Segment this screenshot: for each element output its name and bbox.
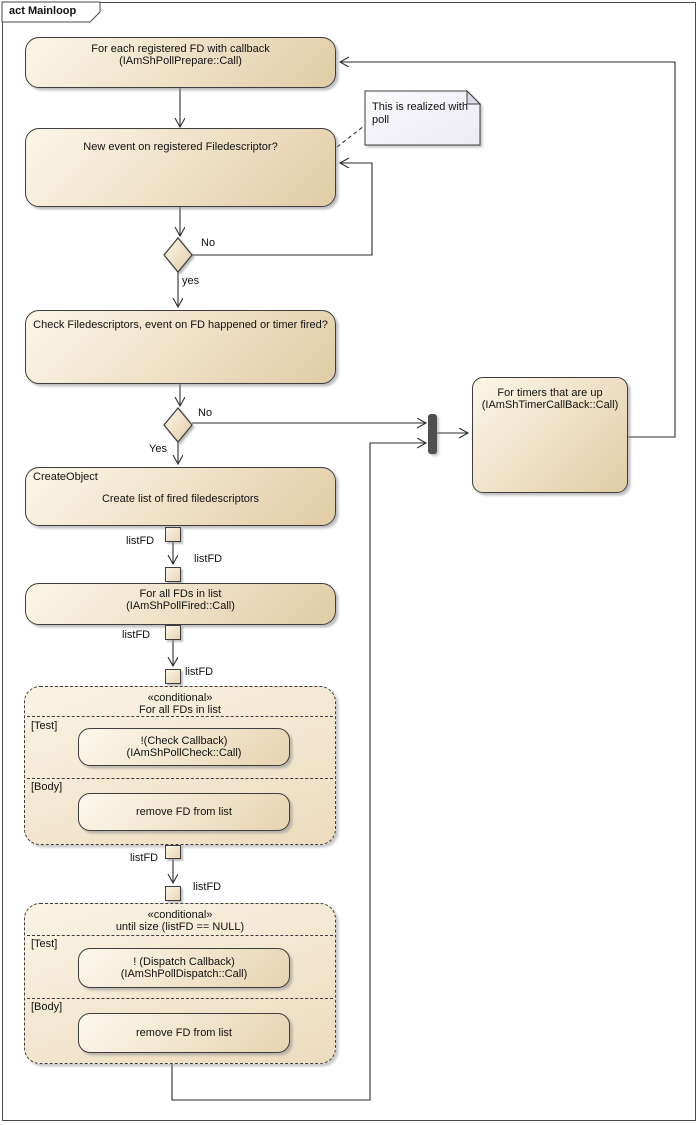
activity-sublabel: (IAmShPollPrepare::Call) xyxy=(119,55,242,67)
guard-yes-label: yes xyxy=(182,275,200,287)
activity-new-event[interactable]: New event on registered Filedescriptor? xyxy=(25,128,336,207)
body-guard-label: [Body] xyxy=(31,1001,63,1013)
region-divider xyxy=(27,716,333,717)
activity-label: remove FD from list xyxy=(136,806,232,818)
pin-label: listFD xyxy=(185,666,214,678)
activity-for-all-fds[interactable]: For all FDs in list (IAmShPollFired::Cal… xyxy=(25,583,336,625)
note-text: This is realized with poll xyxy=(372,101,468,126)
activity-label: Create list of fired filedescriptors xyxy=(101,493,260,505)
activity-label: ! (Dispatch Callback) xyxy=(133,956,235,968)
output-pin[interactable] xyxy=(165,625,181,640)
region-stereotype: «conditional» xyxy=(147,909,213,921)
activity-sublabel: (IAmShTimerCallBack::Call) xyxy=(481,399,619,411)
activity-create-object[interactable]: CreateObject Create list of fired filede… xyxy=(25,467,336,526)
region-title: For all FDs in list xyxy=(139,704,221,716)
activity-label: remove FD from list xyxy=(136,1027,232,1039)
activity-label: New event on registered Filedescriptor? xyxy=(83,141,278,153)
activity-label: For timers that are up xyxy=(497,387,603,399)
pin-label: listFD xyxy=(126,535,155,547)
region-dispatch-loop[interactable]: «conditional» until size (listFD == NULL… xyxy=(24,903,336,1064)
region-divider xyxy=(27,998,333,999)
guard-yes-label: Yes xyxy=(149,443,167,455)
region-check-loop[interactable]: «conditional» For all FDs in list [Test]… xyxy=(24,686,336,845)
input-pin[interactable] xyxy=(165,886,181,901)
activity-label: For each registered FD with callback xyxy=(91,43,270,55)
activity-label: !(Check Callback) xyxy=(140,735,228,747)
region-title: until size (listFD == NULL) xyxy=(115,921,245,933)
test-guard-label: [Test] xyxy=(31,938,58,950)
activity-stereotype: CreateObject xyxy=(33,471,98,483)
activity-dispatch-callback[interactable]: ! (Dispatch Callback) (IAmShPollDispatch… xyxy=(78,948,290,988)
pin-label: listFD xyxy=(194,553,223,565)
activity-prepare[interactable]: For each registered FD with callback (IA… xyxy=(25,37,336,88)
body-guard-label: [Body] xyxy=(31,781,63,793)
region-stereotype: «conditional» xyxy=(147,692,213,704)
input-pin[interactable] xyxy=(165,567,181,582)
guard-no-label: No xyxy=(198,407,213,419)
activity-label: Check Filedescriptors, event on FD happe… xyxy=(33,319,328,331)
pin-label: listFD xyxy=(193,881,222,893)
activity-label: For all FDs in list xyxy=(139,588,222,600)
input-pin[interactable] xyxy=(165,669,181,684)
pin-label: listFD xyxy=(130,852,159,864)
activity-check-fds[interactable]: Check Filedescriptors, event on FD happe… xyxy=(25,310,336,384)
activity-timers[interactable]: For timers that are up (IAmShTimerCallBa… xyxy=(472,377,628,493)
output-pin[interactable] xyxy=(165,527,181,542)
activity-sublabel: (IAmShPollCheck::Call) xyxy=(126,747,242,759)
test-guard-label: [Test] xyxy=(31,720,58,732)
region-divider xyxy=(27,935,333,936)
region-divider xyxy=(27,778,333,779)
activity-check-callback[interactable]: !(Check Callback) (IAmShPollCheck::Call) xyxy=(78,728,290,766)
activity-remove-fd[interactable]: remove FD from list xyxy=(78,793,290,831)
frame-title: act Mainloop xyxy=(9,5,77,17)
activity-sublabel: (IAmShPollDispatch::Call) xyxy=(120,968,248,980)
guard-no-label: No xyxy=(201,237,216,249)
join-bar[interactable] xyxy=(428,414,437,454)
output-pin[interactable] xyxy=(165,845,181,859)
activity-sublabel: (IAmShPollFired::Call) xyxy=(126,600,235,612)
pin-label: listFD xyxy=(122,629,151,641)
activity-remove-fd[interactable]: remove FD from list xyxy=(78,1013,290,1053)
